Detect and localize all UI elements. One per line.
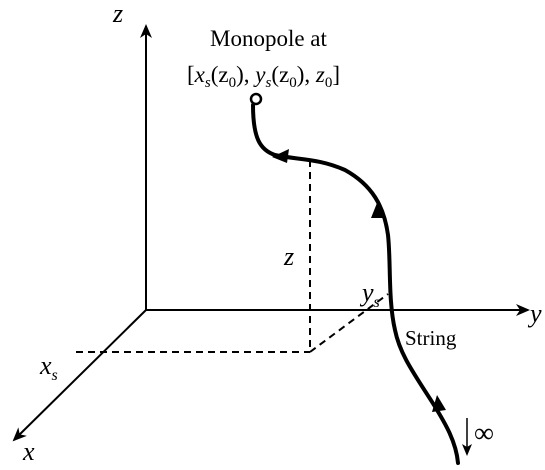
string-arrow-upper — [272, 149, 289, 163]
xs-label: xs — [39, 351, 58, 384]
monopole-title: Monopole at — [210, 26, 328, 51]
ys-label: ys — [359, 278, 380, 311]
monopole-coordinates: [xs(z0), ys(z0), z0] — [187, 62, 340, 91]
string-arrow-lower — [432, 395, 446, 412]
z-height-label: z — [283, 242, 294, 271]
y-axis-label: y — [527, 299, 542, 328]
infinity-label: ∞ — [474, 418, 494, 449]
string-label: String — [405, 326, 457, 350]
ys-dashed-line — [309, 293, 389, 353]
x-axis — [12, 309, 147, 442]
string-arrow-middle — [371, 203, 385, 218]
x-axis-label: x — [22, 437, 35, 466]
z-axis-label: z — [112, 0, 123, 28]
monopole-marker — [249, 92, 263, 106]
